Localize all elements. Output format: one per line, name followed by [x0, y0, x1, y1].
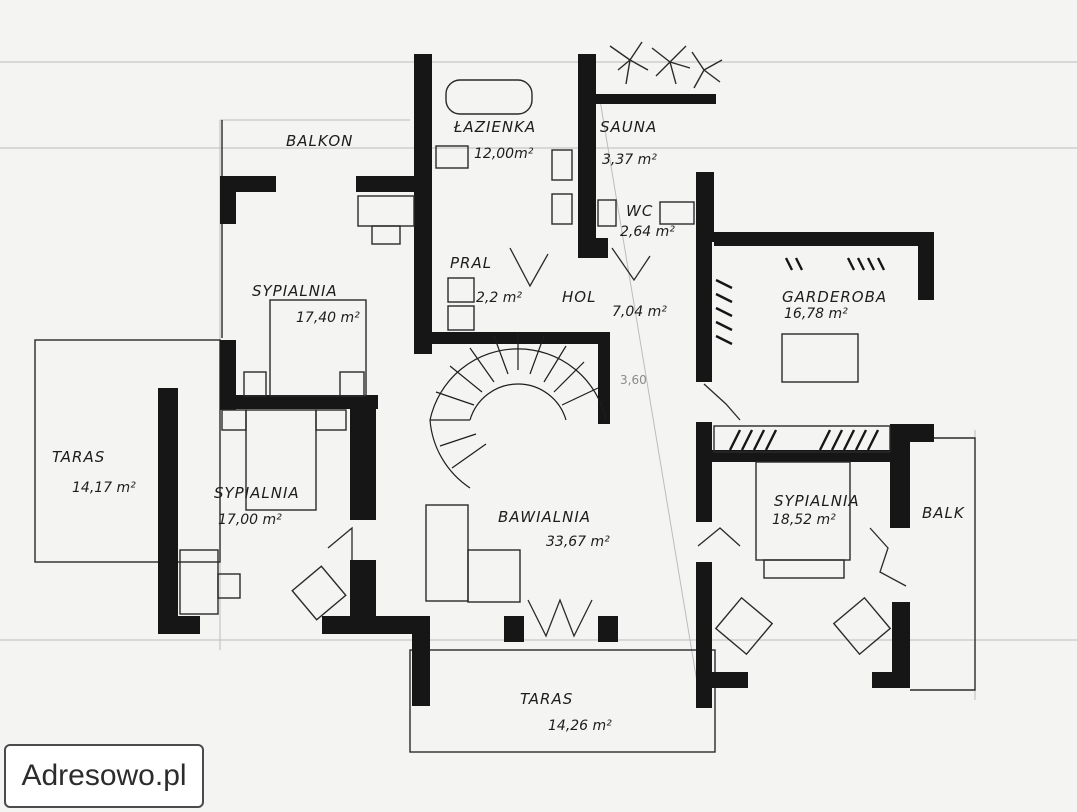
hol-area: 7,04 m²: [612, 304, 667, 320]
sypialnia-2-name: SYPIALNIA: [214, 484, 300, 502]
walls: [158, 54, 934, 708]
bawialnia-area: 33,67 m²: [546, 534, 610, 550]
plant-icon: [609, 41, 723, 89]
wardrobe-hatching: [355, 257, 891, 596]
bawialnia-name: BAWIALNIA: [498, 508, 591, 526]
sauna-area: 3,37 m²: [602, 152, 657, 168]
terrace-outlines: [34, 120, 976, 753]
wc-name: WC: [626, 202, 653, 220]
watermark-text: Adresowo.pl: [21, 759, 187, 792]
garderoba-area: 16,78 m²: [784, 306, 848, 322]
sypialnia-1-name: SYPIALNIA: [252, 282, 338, 300]
watermark-logo: Adresowo.pl: [4, 744, 204, 808]
doors: [327, 247, 907, 638]
room-labels: BALKON ŁAZIENKA 12,00m² SAUNA 3,37 m² WC…: [52, 118, 965, 734]
sypialnia-1-area: 17,40 m²: [296, 310, 360, 326]
sypialnia-2-area: 17,00 m²: [218, 512, 282, 528]
balkon-top-name: BALKON: [286, 132, 353, 150]
lazienka-area: 12,00m²: [474, 146, 534, 162]
pral-name: PRAL: [450, 254, 492, 272]
sauna-name: SAUNA: [600, 118, 657, 136]
spiral-stair: [429, 332, 607, 489]
pral-area: 2,2 m²: [476, 290, 522, 306]
furniture: [179, 79, 892, 656]
hol-name: HOL: [562, 288, 596, 306]
taras-bottom-area: 14,26 m²: [548, 718, 612, 734]
taras-bottom-name: TARAS: [520, 690, 573, 708]
balk-right-name: BALK: [922, 504, 965, 522]
wc-area: 2,64 m²: [620, 224, 675, 240]
sypialnia-3-area: 18,52 m²: [772, 512, 836, 528]
sypialnia-3-name: SYPIALNIA: [774, 492, 860, 510]
stair-dimension: 3,60: [620, 373, 647, 387]
taras-left-area: 14,17 m²: [72, 480, 136, 496]
lazienka-name: ŁAZIENKA: [453, 118, 536, 136]
garderoba-name: GARDEROBA: [782, 288, 887, 306]
taras-left-name: TARAS: [52, 448, 105, 466]
